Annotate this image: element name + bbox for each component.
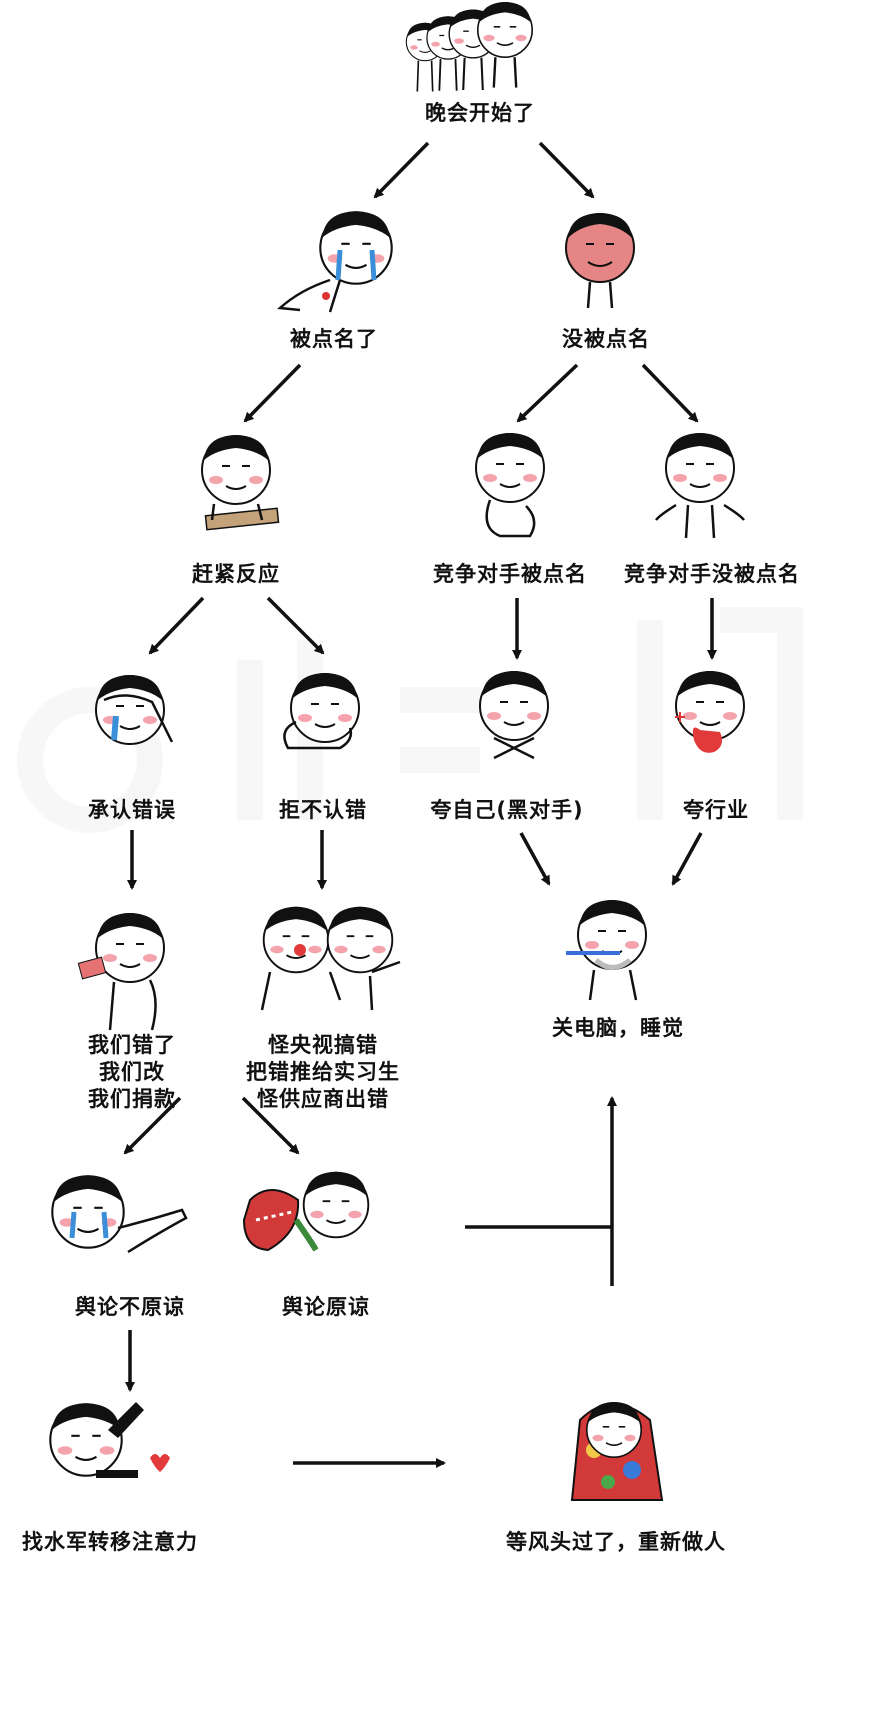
- figure-blame-pushing: [260, 905, 401, 1011]
- node-sleep: 关电脑，睡觉: [552, 1016, 684, 1040]
- node-apology: 我们错了 我们改 我们捐款: [88, 1032, 176, 1113]
- arrow-apology-to-not-forgiven: [123, 1096, 182, 1155]
- node-wait: 等风头过了，重新做人: [506, 1530, 726, 1554]
- figure-admit-facepalm: [95, 674, 174, 745]
- arrow-praise-industry-to-sleep: [671, 832, 703, 886]
- figure-deny-arms-crossed: [283, 672, 360, 750]
- figure-rival-not-named-shrugging: [655, 432, 745, 539]
- arrow-react-to-admit: [148, 596, 205, 655]
- node-start: 晚会开始了: [425, 101, 535, 125]
- node-praise-self: 夸自己(黑对手): [430, 798, 584, 822]
- figure-named-crying: [277, 210, 393, 313]
- node-rival-named: 竞争对手被点名: [433, 562, 587, 586]
- node-named: 被点名了: [290, 327, 378, 351]
- node-deny: 拒不认错: [279, 798, 367, 822]
- blame-line-1: 怪央视搞错: [268, 1033, 378, 1057]
- node-admit: 承认错误: [88, 798, 176, 822]
- figure-praise-industry: [675, 670, 745, 753]
- node-blame: 怪央视搞错 把错推给实习生 怪供应商出错: [246, 1032, 400, 1113]
- arrow-start-to-named: [373, 141, 430, 199]
- node-navy: 找水军转移注意力: [22, 1530, 198, 1554]
- arrow-apology-to-forgiven: [241, 1096, 300, 1155]
- figure-react-panicking: [201, 434, 280, 531]
- figure-navy-gun: [49, 1402, 170, 1478]
- apology-line-1: 我们错了: [88, 1033, 176, 1057]
- blame-line-3: 怪供应商出错: [257, 1087, 389, 1111]
- node-not-forgiven: 舆论不原谅: [75, 1295, 185, 1319]
- figure-praise-self: [479, 670, 549, 760]
- apology-line-3: 我们捐款: [88, 1087, 176, 1111]
- node-not-named: 没被点名: [562, 327, 650, 351]
- figure-apology-money: [77, 912, 165, 1031]
- figure-not-named-smug: [565, 213, 635, 309]
- figure-rival-named-sly: [475, 432, 545, 538]
- node-forgiven: 舆论原谅: [282, 1295, 370, 1319]
- node-rival-not-named: 竞争对手没被点名: [624, 562, 800, 586]
- figure-forgiven-piranha: [242, 1170, 370, 1252]
- arrow-notnamed-to-rival-not-named: [641, 363, 699, 423]
- arrow-praise-self-to-sleep: [519, 832, 551, 886]
- apology-line-2: 我们改: [99, 1060, 165, 1084]
- arrow-forgiven-to-sleep: [465, 1098, 612, 1286]
- figure-start: [405, 1, 534, 92]
- arrow-react-to-deny: [266, 596, 325, 655]
- node-praise-industry: 夸行业: [683, 798, 749, 822]
- blame-line-2: 把错推给实习生: [246, 1060, 400, 1084]
- connectors: [123, 141, 717, 1468]
- figure-sleep-brushing: [566, 899, 647, 1001]
- arrow-start-to-not-named: [538, 141, 595, 199]
- figure-wait-blanket: [570, 1401, 664, 1501]
- figure-not-forgiven-crying: [51, 1174, 188, 1254]
- arrow-notnamed-to-rival-named: [516, 363, 579, 423]
- node-react: 赶紧反应: [192, 562, 280, 586]
- arrow-named-to-react: [243, 363, 302, 423]
